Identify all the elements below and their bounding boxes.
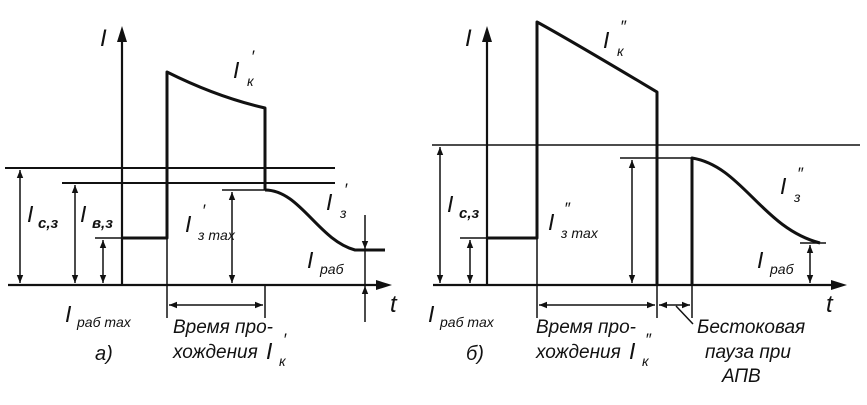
- a-load-max-sub: раб max: [76, 314, 132, 330]
- a-time-axis-arrow: [376, 280, 392, 290]
- a-fault-current-sub: к: [247, 73, 255, 89]
- a-relay-max-label: I: [185, 211, 192, 237]
- panel-a: I t I к ′ I з ′ I с,з I в,з I з max ′ I …: [5, 25, 398, 369]
- a-duration-line2: хождения: [172, 342, 258, 363]
- b-pause-line3: АПВ: [721, 366, 761, 387]
- a-reset-current-sub: в,з: [92, 215, 113, 232]
- a-relay-max-sub: з max: [197, 227, 236, 243]
- b-duration-line2: хождения: [535, 342, 621, 363]
- b-pause-line1: Бестоковая: [697, 317, 805, 338]
- a-load-current-label: I: [307, 247, 314, 273]
- a-duration-line1: Время про-: [173, 317, 273, 338]
- b-time-axis-label: t: [826, 291, 834, 318]
- a-duration-current-sub: к: [279, 353, 287, 369]
- b-time-axis-arrow: [831, 280, 847, 290]
- a-load-max-label: I: [65, 301, 72, 327]
- b-duration-current-sub: к: [642, 353, 650, 369]
- a-reset-current-label: I: [80, 201, 87, 227]
- b-pickup-current-sub: с,з: [459, 205, 480, 222]
- a-relay-current-sub: з: [339, 205, 347, 221]
- panel-b: I t I к ″ I з ″ I с,з I з max ″ I раб I …: [428, 17, 860, 387]
- b-pickup-current-label: I: [447, 191, 454, 217]
- b-duration-current-label: I: [629, 338, 636, 364]
- b-relay-max-sup: ″: [564, 199, 571, 218]
- b-fault-current-label: I: [603, 27, 610, 53]
- b-relay-current-sub: з: [793, 189, 801, 205]
- b-load-max-sub: раб max: [439, 314, 495, 330]
- b-relay-current-curve: [690, 156, 821, 285]
- a-caption: а): [95, 343, 113, 365]
- b-current-axis-arrow: [482, 26, 492, 42]
- a-relay-max-sup: ′: [202, 201, 206, 220]
- b-relay-current-sup: ″: [797, 164, 804, 183]
- b-duration-line1: Время про-: [536, 317, 636, 338]
- b-caption: б): [466, 343, 484, 365]
- a-relay-current-curve: [264, 188, 385, 252]
- b-load-max-label: I: [428, 301, 435, 327]
- a-fault-current-curve: [122, 70, 267, 240]
- b-load-current-sub: раб: [769, 261, 795, 277]
- a-duration-current-sup: ′: [283, 330, 287, 349]
- a-fault-current-label: I: [233, 57, 240, 83]
- b-current-axis-label: I: [465, 25, 472, 52]
- a-fault-current-sup: ′: [251, 47, 255, 66]
- a-current-axis-label: I: [100, 25, 107, 52]
- a-relay-current-sup: ′: [344, 180, 348, 199]
- b-relay-current-label: I: [780, 173, 787, 199]
- b-load-current-label: I: [757, 247, 764, 273]
- a-relay-current-label: I: [326, 189, 333, 215]
- a-current-axis-arrow: [117, 26, 127, 42]
- b-relay-max-sub: з max: [560, 225, 599, 241]
- b-relay-max-label: I: [548, 209, 555, 235]
- a-pickup-current-sub: с,з: [38, 215, 59, 232]
- a-duration-current-label: I: [266, 338, 273, 364]
- b-pause-line2: пауза при: [705, 342, 791, 363]
- b-pause-leader-line: [675, 305, 694, 325]
- b-duration-current-sup: ″: [645, 330, 652, 349]
- b-fault-current-sub: к: [617, 43, 625, 59]
- a-pickup-current-label: I: [27, 201, 34, 227]
- a-time-axis-label: t: [390, 291, 398, 318]
- a-load-current-sub: раб: [319, 261, 345, 277]
- b-fault-current-sup: ″: [620, 17, 627, 36]
- b-fault-current-curve: [487, 20, 659, 285]
